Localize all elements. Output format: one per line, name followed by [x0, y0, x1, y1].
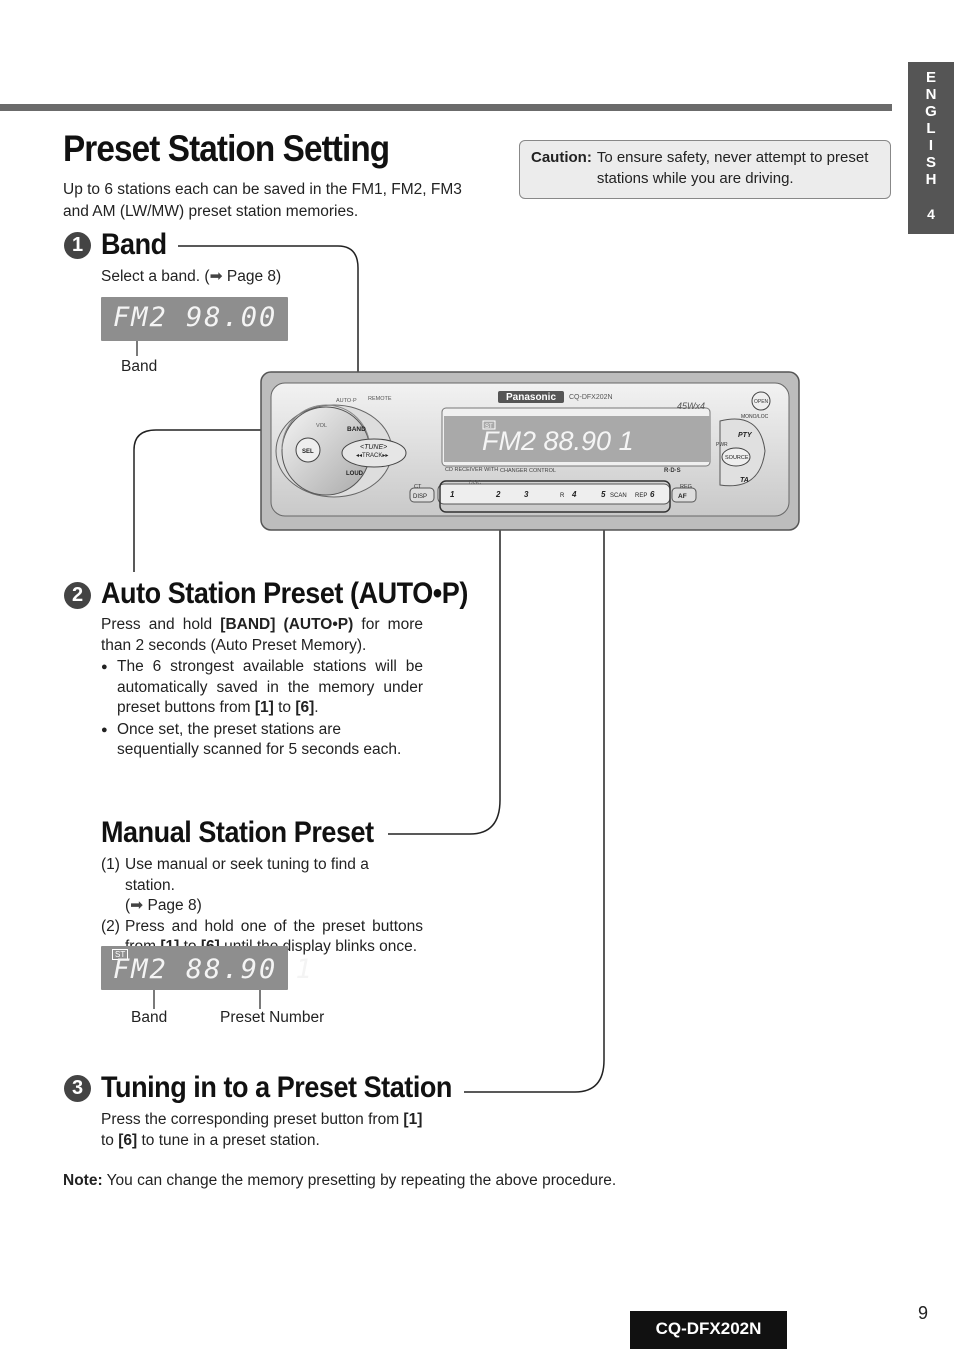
band-caption: Band: [121, 358, 158, 375]
caution-text: To ensure safety, never attempt to prese…: [596, 149, 869, 187]
section-2-number: 2: [64, 582, 91, 609]
section-1-number: 1: [64, 232, 91, 259]
svg-text:AF: AF: [678, 493, 687, 500]
preset-lcd-display: ST FM2 88.90 1: [101, 946, 312, 990]
svg-text:CT: CT: [414, 484, 422, 490]
svg-text:R·D·S: R·D·S: [664, 468, 681, 474]
section-3-number: 3: [64, 1075, 91, 1102]
svg-text:TA: TA: [740, 477, 749, 484]
band-lcd-display: FM2 98.00: [101, 297, 288, 341]
svg-text:PWR: PWR: [716, 442, 728, 448]
arrow-right-icon: ➡: [130, 897, 144, 914]
svg-text:CD RECEIVER WITH: CD RECEIVER WITH: [445, 467, 498, 473]
auto-preset-heading: Auto Station Preset (AUTO•P): [101, 577, 468, 610]
language-letters: E N G L I S H: [925, 69, 937, 188]
svg-text:REP: REP: [635, 493, 647, 499]
svg-text:SCAN: SCAN: [610, 493, 627, 499]
svg-text:DISP: DISP: [413, 494, 427, 500]
tuning-heading: Tuning in to a Preset Station: [101, 1071, 452, 1104]
footer-model-label: CQ-DFX202N: [630, 1311, 787, 1349]
caution-box: Caution: To ensure safety, never attempt…: [519, 140, 891, 199]
svg-text:OPEN: OPEN: [754, 399, 769, 405]
manual-preset-heading: Manual Station Preset: [101, 816, 374, 849]
stereo-badge: ST: [112, 949, 129, 960]
head-unit-illustration: Panasonic CQ-DFX202N 45Wx4 FM2 88.90 1 S…: [260, 371, 800, 531]
svg-text:MONO/LOC: MONO/LOC: [741, 414, 769, 420]
caution-label: Caution:: [531, 149, 592, 166]
svg-text:◂◂TRACK▸▸: ◂◂TRACK▸▸: [356, 453, 388, 459]
page-number: 9: [918, 1303, 929, 1323]
svg-text:SOURCE: SOURCE: [725, 455, 749, 461]
preset-1-label: 1: [450, 490, 455, 499]
device-lcd-badge: ST: [485, 424, 493, 430]
svg-text:REMOTE: REMOTE: [368, 396, 392, 402]
svg-text:PTY: PTY: [738, 432, 753, 439]
svg-text:AUTO·P: AUTO·P: [336, 398, 357, 404]
device-model: CQ-DFX202N: [569, 394, 613, 401]
language-tab: E N G L I S H 4: [908, 62, 954, 234]
auto-preset-body: Press and hold [BAND] (AUTO•P) for more …: [101, 615, 423, 761]
band-lcd-text: FM2 98.00: [113, 302, 278, 333]
svg-text:LOUD: LOUD: [346, 471, 364, 477]
band-instruction: Select a band. (➡ Page 8): [101, 268, 282, 285]
band-heading: Band: [101, 228, 167, 261]
auto-preset-instruction: Press and hold [BAND] (AUTO•P) for more …: [101, 616, 423, 654]
sel-button-label: SEL: [302, 449, 314, 455]
preset-lcd-text: FM2 88.90 1: [113, 954, 314, 985]
svg-text:VOL: VOL: [316, 423, 327, 429]
auto-preset-bullet-1: ● The 6 strongest available stations wil…: [101, 658, 423, 716]
band-button-label: BAND: [347, 426, 366, 433]
svg-text:R: R: [560, 493, 565, 499]
preset-number-caption: Preset Number: [220, 1009, 325, 1026]
bullet-icon: ●: [101, 723, 108, 736]
intro-text: Up to 6 stations each can be saved in th…: [63, 181, 462, 220]
svg-text:<TUNE>: <TUNE>: [360, 444, 387, 451]
preset-band-caption: Band: [131, 1009, 168, 1026]
preset-3-label: 3: [524, 490, 529, 499]
tuning-body: Press the corresponding preset button fr…: [101, 1111, 423, 1149]
arrow-right-icon: ➡: [209, 268, 223, 285]
chapter-number: 4: [927, 206, 935, 222]
preset-6-label: 6: [650, 490, 655, 499]
page-title: Preset Station Setting: [63, 128, 390, 169]
svg-text:DISC: DISC: [469, 480, 481, 486]
auto-preset-bullet-2: ● Once set, the preset stations are sequ…: [101, 720, 402, 759]
bullet-icon: ●: [101, 661, 108, 673]
preset-5-label: 5: [601, 490, 606, 499]
header-rule: [0, 104, 892, 111]
manual-preset-steps: (1) Use manual or seek tuning to find a …: [101, 855, 423, 958]
head-unit-drawing: Panasonic CQ-DFX202N 45Wx4 FM2 88.90 1 S…: [260, 371, 800, 531]
svg-text:REG: REG: [680, 484, 692, 490]
manual-step-1: (1) Use manual or seek tuning to find a …: [101, 856, 369, 914]
brand-logo: Panasonic: [506, 392, 556, 403]
device-lcd-text: FM2 88.90 1: [482, 426, 634, 456]
preset-2-label: 2: [495, 490, 501, 499]
note-text: Note: You can change the memory presetti…: [63, 1172, 617, 1189]
preset-4-label: 4: [571, 490, 577, 499]
power-rating: 45Wx4: [677, 401, 705, 411]
svg-text:CHANGER CONTROL: CHANGER CONTROL: [500, 468, 556, 474]
